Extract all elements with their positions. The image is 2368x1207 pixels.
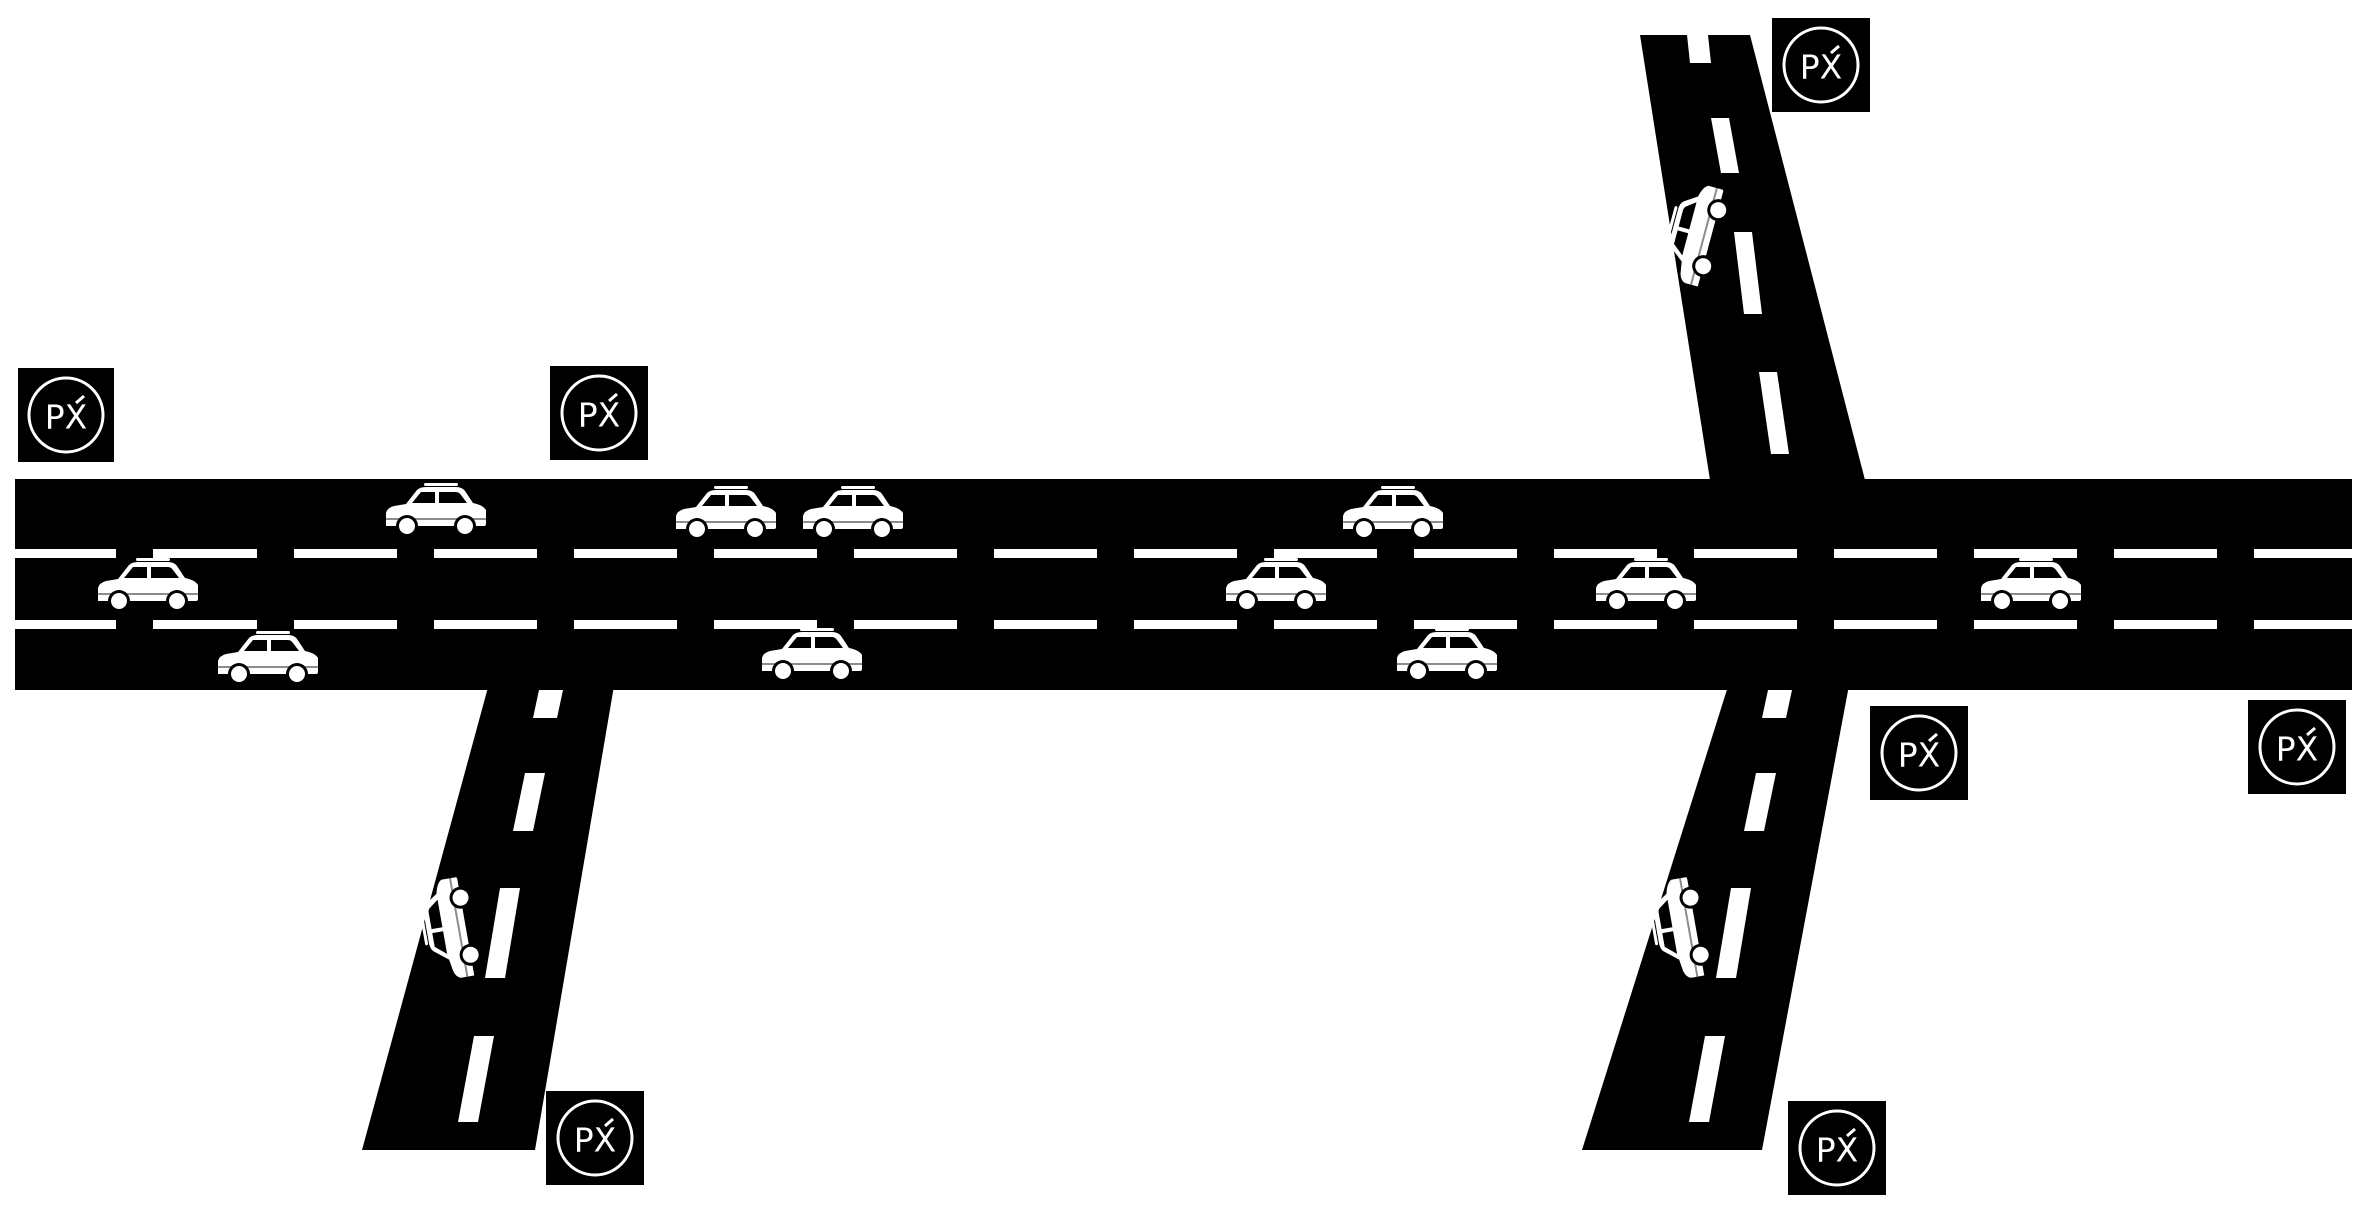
side-road-lower-right	[1582, 680, 1850, 1150]
px-sign-label: PX	[2276, 730, 2319, 769]
px-sign: PX	[1870, 706, 1968, 800]
px-crossed-circle-sign-icon	[556, 1099, 634, 1177]
px-crossed-circle-sign-icon	[1880, 714, 1958, 792]
px-crossed-circle-sign-icon	[560, 374, 638, 452]
px-sign-label: PX	[574, 1121, 617, 1160]
px-crossed-circle-sign-icon	[1798, 1109, 1876, 1187]
side-road-upper-right	[1640, 35, 1865, 480]
px-sign-label: PX	[1800, 48, 1843, 87]
px-sign: PX	[1772, 18, 1870, 112]
px-sign-label: PX	[578, 396, 621, 435]
px-crossed-circle-sign-icon	[2258, 708, 2336, 786]
side-road-lower-left	[362, 680, 615, 1150]
px-sign: PX	[2248, 700, 2346, 794]
lane-divider-upper	[15, 549, 2352, 558]
px-sign-label: PX	[45, 398, 88, 437]
road-signs: PX PX PX PX PX	[18, 18, 2346, 1195]
lane-divider-lower	[15, 620, 2352, 629]
px-sign-label: PX	[1816, 1131, 1859, 1170]
px-crossed-circle-sign-icon	[27, 376, 105, 454]
px-sign: PX	[18, 368, 114, 462]
px-crossed-circle-sign-icon	[1782, 26, 1860, 104]
px-sign-label: PX	[1898, 736, 1941, 775]
px-sign: PX	[550, 366, 648, 460]
px-sign: PX	[546, 1091, 644, 1185]
px-sign: PX	[1788, 1101, 1886, 1195]
